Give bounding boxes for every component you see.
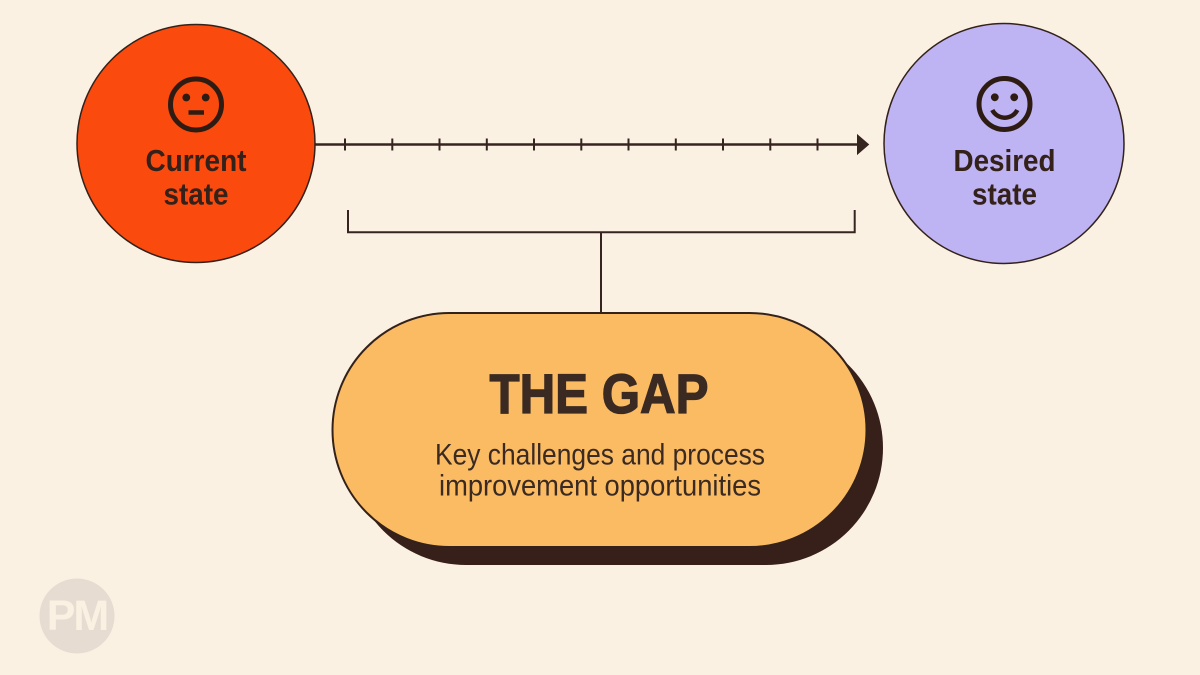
svg-text:PM: PM xyxy=(47,592,108,640)
svg-text:THE GAP: THE GAP xyxy=(490,362,709,425)
svg-text:state: state xyxy=(164,177,229,212)
svg-text:Current: Current xyxy=(146,143,247,178)
svg-text:Desired: Desired xyxy=(954,143,1056,178)
svg-text:Key challenges and process: Key challenges and process xyxy=(435,439,765,472)
svg-text:improvement opportunities: improvement opportunities xyxy=(439,470,761,503)
svg-text:state: state xyxy=(972,177,1037,212)
